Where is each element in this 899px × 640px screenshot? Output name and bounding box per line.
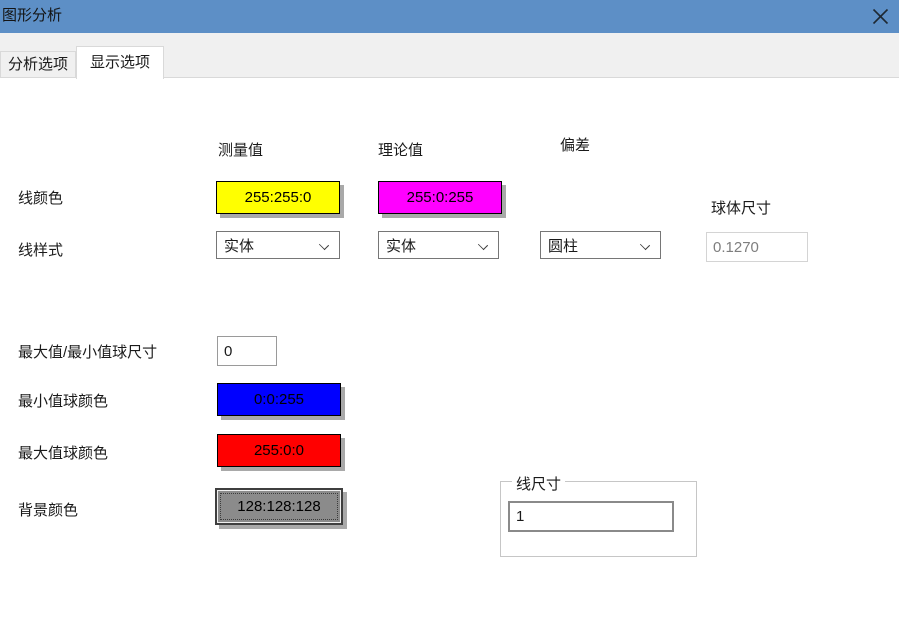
close-icon — [872, 8, 889, 25]
minmax-sphere-size-input[interactable] — [217, 336, 277, 366]
chevron-down-icon — [639, 239, 651, 251]
dialog-title: 图形分析 — [2, 7, 63, 24]
measured-line-color-value: 255:255:0 — [244, 189, 312, 206]
theoretical-line-style-value: 实体 — [386, 237, 417, 255]
theoretical-line-color-button[interactable]: 255:0:255 — [378, 181, 502, 214]
measured-line-style-dropdown[interactable]: 实体 — [216, 231, 340, 259]
tab-page-display-options — [0, 78, 899, 640]
line-style-label: 线样式 — [18, 242, 64, 259]
background-color-button[interactable]: 128:128:128 — [215, 488, 343, 525]
close-button[interactable] — [863, 0, 897, 33]
min-sphere-color-value: 0:0:255 — [253, 391, 305, 408]
background-color-label: 背景颜色 — [18, 502, 79, 519]
background-color-value: 128:128:128 — [237, 498, 321, 515]
line-size-input[interactable] — [508, 501, 674, 532]
line-color-label: 线颜色 — [18, 190, 64, 207]
chevron-down-icon — [477, 239, 489, 251]
minmax-sphere-size-label: 最大值/最小值球尺寸 — [18, 344, 158, 361]
tab-strip-divider — [0, 77, 899, 78]
line-size-group-label: 线尺寸 — [512, 473, 566, 494]
line-size-groupbox: 线尺寸 — [500, 473, 697, 557]
tab-display-options[interactable]: 显示选项 — [76, 46, 164, 79]
column-header-measured: 测量值 — [218, 142, 264, 159]
deviation-style-value: 圆柱 — [548, 237, 579, 255]
min-sphere-color-button[interactable]: 0:0:255 — [217, 383, 341, 416]
deviation-style-dropdown[interactable]: 圆柱 — [540, 231, 661, 259]
column-header-theoretical: 理论值 — [378, 142, 424, 159]
min-sphere-color-label: 最小值球颜色 — [18, 393, 109, 410]
measured-line-color-button[interactable]: 255:255:0 — [216, 181, 340, 214]
column-header-deviation: 偏差 — [560, 137, 591, 154]
chevron-down-icon — [318, 239, 330, 251]
max-sphere-color-label: 最大值球颜色 — [18, 445, 109, 462]
max-sphere-color-button[interactable]: 255:0:0 — [217, 434, 341, 467]
tab-analysis-options[interactable]: 分析选项 — [0, 51, 76, 77]
measured-line-style-value: 实体 — [224, 237, 255, 255]
theoretical-line-color-value: 255:0:255 — [406, 189, 474, 206]
sphere-size-input — [706, 232, 808, 262]
max-sphere-color-value: 255:0:0 — [253, 442, 305, 459]
theoretical-line-style-dropdown[interactable]: 实体 — [378, 231, 499, 259]
title-bar: 图形分析 — [0, 0, 899, 33]
sphere-size-label: 球体尺寸 — [711, 200, 772, 217]
